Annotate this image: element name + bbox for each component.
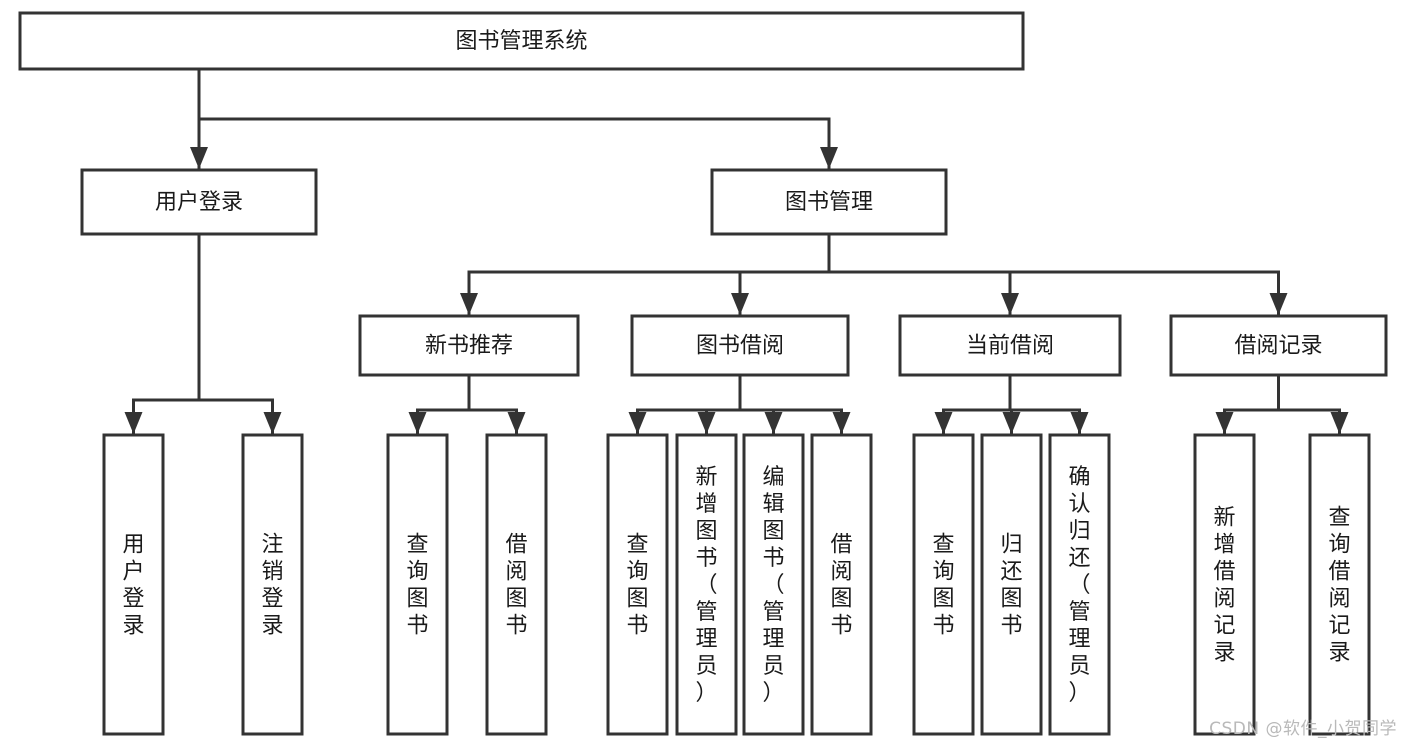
level2-node-label: 用户登录	[155, 190, 243, 215]
leaf-node-box[interactable]	[912, 433, 975, 736]
leaf-node-box[interactable]	[1193, 433, 1256, 736]
level2-node-label: 图书管理	[785, 190, 873, 215]
level2-node-box[interactable]	[80, 168, 318, 236]
arrow-head-icon	[1269, 293, 1288, 315]
arrow-head-icon	[507, 412, 526, 434]
leaf-node-label: 借阅图书	[830, 533, 852, 639]
leaf-node-label: 确认归还（管理员）	[1068, 465, 1090, 706]
leaf-node-box[interactable]	[606, 433, 669, 736]
leaf-node-label: 新增图书（管理员）	[695, 465, 717, 706]
level3-node-label: 图书借阅	[696, 334, 784, 359]
leaf-node-box[interactable]	[810, 433, 873, 736]
connector-layer	[124, 67, 1349, 436]
level3-node-box[interactable]	[898, 314, 1122, 377]
leaf-node-box[interactable]	[675, 433, 738, 736]
leaf-node-4[interactable]: 借阅图书	[485, 433, 548, 736]
level3-node-box[interactable]	[358, 314, 580, 377]
arrow-head-icon	[764, 412, 783, 434]
arrow-head-icon	[408, 412, 427, 434]
leaf-node-label: 查询图书	[626, 533, 648, 639]
arrow-head-icon	[1001, 293, 1019, 315]
arrow-head-icon	[460, 293, 478, 315]
level2-node-1[interactable]: 用户登录	[80, 168, 318, 236]
arrow-head-icon	[731, 293, 749, 315]
level3-node-3[interactable]: 当前借阅	[898, 314, 1122, 377]
leaf-node-9[interactable]: 查询图书	[912, 433, 975, 736]
arrow-head-icon	[832, 412, 851, 434]
level3-node-1[interactable]: 新书推荐	[358, 314, 580, 377]
csdn-watermark: CSDN @软件_小贺同学	[1209, 719, 1397, 739]
root-node-label: 图书管理系统	[455, 29, 587, 54]
arrow-head-icon	[1215, 412, 1234, 434]
leaf-node-11[interactable]: 确认归还（管理员）	[1048, 433, 1111, 736]
leaf-node-label: 用户登录	[122, 533, 144, 639]
leaf-node-label: 查询图书	[932, 533, 954, 639]
arrow-head-icon	[263, 412, 282, 434]
leaf-node-box[interactable]	[485, 433, 548, 736]
root-node-1[interactable]: 图书管理系统	[18, 11, 1025, 71]
arrow-head-icon	[820, 147, 838, 169]
leaf-node-box[interactable]	[1308, 433, 1371, 736]
leaf-node-8[interactable]: 借阅图书	[810, 433, 873, 736]
leaf-node-box[interactable]	[742, 433, 805, 736]
leaf-node-box[interactable]	[386, 433, 449, 736]
level3-node-4[interactable]: 借阅记录	[1169, 314, 1388, 377]
arrow-head-icon	[697, 412, 716, 434]
leaf-node-label: 新增借阅记录	[1213, 506, 1235, 666]
leaf-node-10[interactable]: 归还图书	[980, 433, 1043, 736]
leaf-node-box[interactable]	[1048, 433, 1111, 736]
arrow-head-icon	[934, 412, 953, 434]
arrow-head-icon	[1070, 412, 1089, 434]
level2-node-box[interactable]	[710, 168, 948, 236]
leaf-node-6[interactable]: 新增图书（管理员）	[675, 433, 738, 736]
leaf-node-label: 查询借阅记录	[1328, 506, 1350, 666]
arrow-head-icon	[1330, 412, 1349, 434]
leaf-node-label: 编辑图书（管理员）	[762, 465, 784, 706]
node-layer: 图书管理系统用户登录图书管理新书推荐图书借阅当前借阅借阅记录用户登录注销登录查询…	[18, 11, 1388, 736]
root-node-box[interactable]	[18, 11, 1025, 71]
leaf-node-1[interactable]: 用户登录	[102, 433, 165, 736]
arrow-head-icon	[1002, 412, 1021, 434]
arrow-head-icon	[628, 412, 647, 434]
leaf-node-5[interactable]: 查询图书	[606, 433, 669, 736]
leaf-node-box[interactable]	[980, 433, 1043, 736]
leaf-node-label: 查询图书	[406, 533, 428, 639]
level3-node-box[interactable]	[630, 314, 850, 377]
leaf-node-7[interactable]: 编辑图书（管理员）	[742, 433, 805, 736]
level3-node-label: 借阅记录	[1234, 334, 1322, 359]
arrow-head-icon	[190, 147, 208, 169]
leaf-node-box[interactable]	[102, 433, 165, 736]
level3-node-box[interactable]	[1169, 314, 1388, 377]
level3-node-2[interactable]: 图书借阅	[630, 314, 850, 377]
leaf-node-12[interactable]: 新增借阅记录	[1193, 433, 1256, 736]
leaf-node-13[interactable]: 查询借阅记录	[1308, 433, 1371, 736]
level3-node-label: 当前借阅	[966, 334, 1054, 359]
leaf-node-label: 借阅图书	[505, 533, 527, 639]
leaf-node-2[interactable]: 注销登录	[241, 433, 304, 736]
leaf-node-box[interactable]	[241, 433, 304, 736]
level2-node-2[interactable]: 图书管理	[710, 168, 948, 236]
leaf-node-label: 归还图书	[1000, 533, 1022, 639]
arrow-head-icon	[124, 412, 143, 434]
level3-node-label: 新书推荐	[425, 334, 513, 359]
leaf-node-label: 注销登录	[261, 533, 283, 639]
leaf-node-3[interactable]: 查询图书	[386, 433, 449, 736]
